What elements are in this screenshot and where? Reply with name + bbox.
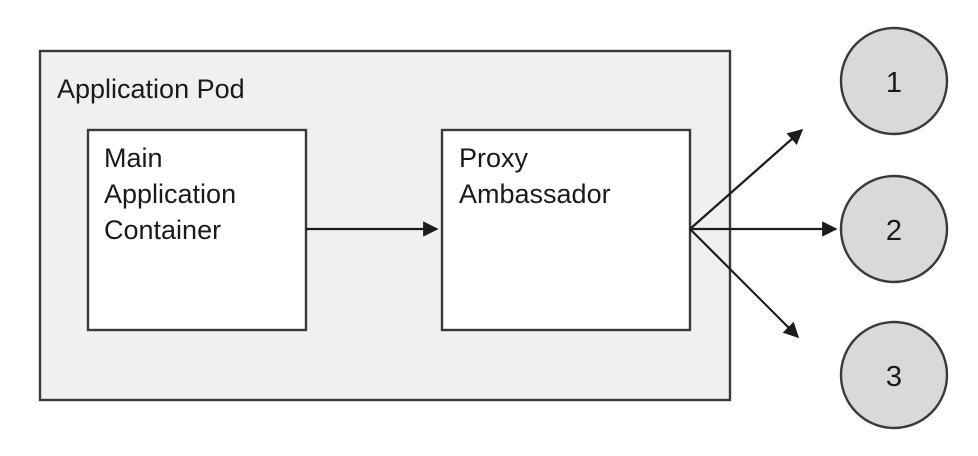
- endpoint-1-label: 1: [886, 67, 902, 99]
- endpoint-1-circle[interactable]: [839, 26, 949, 136]
- endpoint-3-circle[interactable]: [839, 320, 949, 430]
- endpoint-2-circle[interactable]: [839, 174, 949, 284]
- endpoint-3-group[interactable]: 3: [839, 320, 949, 430]
- proxy-ambassador-box[interactable]: [440, 128, 692, 332]
- endpoint-3-label: 3: [886, 361, 902, 393]
- proxy-ambassador-label-line-2: Ambassador: [459, 179, 611, 209]
- connector-proxy-to-endpoint-1-arrow: [689, 128, 804, 230]
- proxy-ambassador-group[interactable]: Proxy Ambassador: [440, 128, 692, 332]
- endpoint-1-group[interactable]: 1: [839, 26, 949, 136]
- endpoint-2-group[interactable]: 2: [839, 174, 949, 284]
- main-application-container-label-line-2: Application: [104, 179, 236, 209]
- main-application-container-group[interactable]: Main Application Container: [86, 128, 308, 332]
- main-application-container-label-line-1: Main: [104, 143, 163, 173]
- connector-proxy-to-endpoint-3-arrow: [689, 228, 800, 339]
- main-application-container-label-line-3: Container: [104, 215, 221, 245]
- application-pod-label: Application Pod: [57, 74, 245, 104]
- proxy-ambassador-label-line-1: Proxy: [459, 143, 529, 173]
- main-application-container-box[interactable]: [86, 128, 308, 332]
- endpoint-2-label: 2: [886, 215, 902, 247]
